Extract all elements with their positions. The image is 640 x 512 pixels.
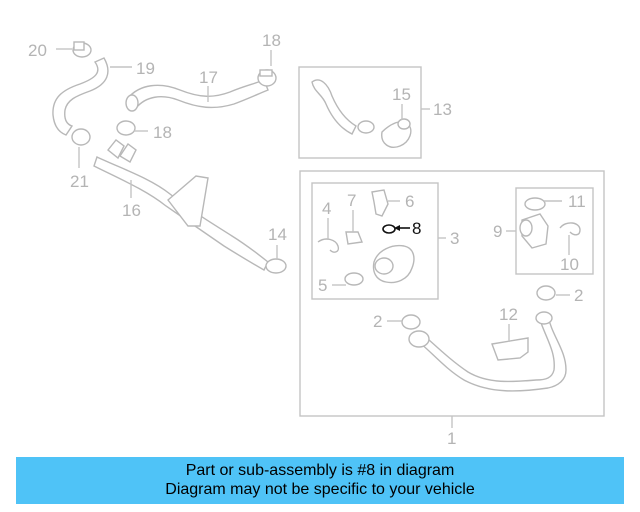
pipe-16 xyxy=(93,139,269,271)
callout-17: 17 xyxy=(199,68,218,87)
hose-19 xyxy=(52,57,109,136)
banner-line-1: Part or sub-assembly is #8 in diagram xyxy=(185,462,455,479)
callout-21: 21 xyxy=(70,172,89,191)
part-6-sensor xyxy=(371,189,389,217)
leader-lines xyxy=(56,48,570,428)
hose-1 xyxy=(408,311,567,392)
callout-10: 10 xyxy=(560,255,579,274)
part-10-clip xyxy=(559,222,581,236)
thermostat-housing xyxy=(372,244,415,284)
callout-7: 7 xyxy=(347,191,356,210)
clamp-14 xyxy=(265,258,287,274)
callout-3: 3 xyxy=(450,229,459,248)
callout-11: 11 xyxy=(568,192,586,211)
callout-6: 6 xyxy=(405,192,414,211)
callout-13: 13 xyxy=(433,100,452,119)
callout-9: 9 xyxy=(493,222,502,241)
clamp-2-right xyxy=(536,285,556,301)
box-13 xyxy=(298,66,422,159)
callout-8: 8 xyxy=(412,219,421,238)
part-11-ring xyxy=(524,197,546,211)
hose-17 xyxy=(125,79,269,112)
callout-4: 4 xyxy=(322,199,331,218)
callout-20: 20 xyxy=(28,41,47,60)
part-5-seal xyxy=(344,272,364,286)
clamp-20 xyxy=(72,41,92,58)
callout-19: 19 xyxy=(136,59,155,78)
part-4-clip xyxy=(317,238,340,253)
clamp-18-lower xyxy=(116,120,136,136)
box-3 xyxy=(311,182,439,300)
part-7 xyxy=(345,231,363,245)
callout-14: 14 xyxy=(268,225,287,244)
callout-12: 12 xyxy=(499,305,518,324)
callout-16: 16 xyxy=(122,201,141,220)
callout-15: 15 xyxy=(392,85,411,104)
clamp-18-upper xyxy=(257,69,277,87)
callout-1: 1 xyxy=(447,429,456,448)
bracket-12 xyxy=(491,337,529,361)
info-banner: Part or sub-assembly is #8 in diagram Di… xyxy=(16,457,624,504)
callout-18-upper: 18 xyxy=(262,31,281,50)
callout-5: 5 xyxy=(318,276,327,295)
banner-line-2: Diagram may not be specific to your vehi… xyxy=(165,481,475,498)
clamp-21 xyxy=(71,128,91,146)
clamp-2-left xyxy=(401,314,421,330)
part-9 xyxy=(519,213,549,249)
callout-2-right: 2 xyxy=(574,286,583,305)
part-15 xyxy=(381,118,412,148)
hose-13 xyxy=(311,79,375,135)
part-8-oring xyxy=(382,224,396,234)
parts-diagram: 20 19 18 17 18 21 16 14 15 13 4 7 6 8 3 … xyxy=(28,31,605,448)
callout-18-lower: 18 xyxy=(153,123,172,142)
callout-2-left: 2 xyxy=(373,312,382,331)
